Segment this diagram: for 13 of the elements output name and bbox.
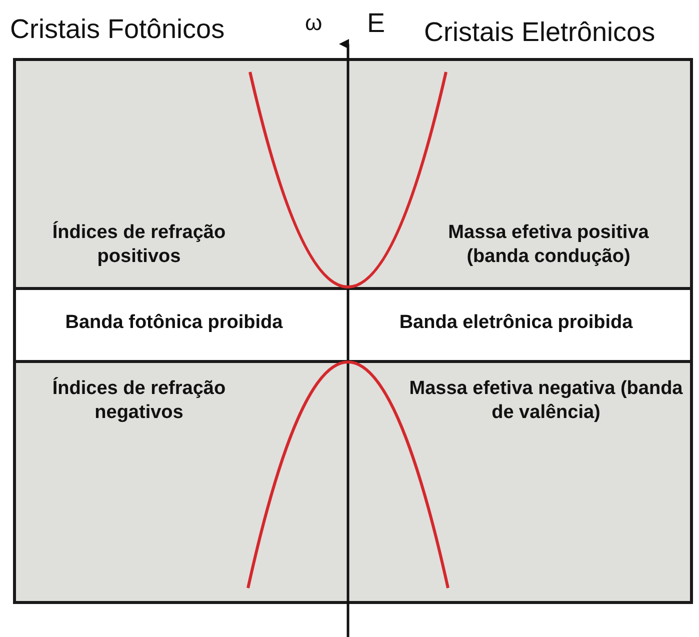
allowed-band bbox=[13, 360, 693, 604]
region-label: Índices de refração positivos bbox=[51, 221, 227, 269]
band-gap bbox=[13, 287, 693, 363]
region-label: Massa efetiva negativa (banda de valência) bbox=[408, 377, 684, 425]
region-label: Índices de refração negativos bbox=[51, 377, 227, 425]
axis-label: ω bbox=[305, 10, 322, 36]
heading: Cristais Eletrônicos bbox=[424, 17, 656, 48]
heading: Cristais Fotônicos bbox=[10, 14, 225, 45]
region-label: Massa efetiva positiva (banda condução) bbox=[447, 221, 650, 269]
allowed-band bbox=[13, 58, 693, 290]
region-label: Banda fotônica proibida bbox=[64, 311, 284, 335]
region-label: Banda eletrônica proibida bbox=[398, 311, 634, 335]
axis-label: E bbox=[367, 8, 386, 39]
